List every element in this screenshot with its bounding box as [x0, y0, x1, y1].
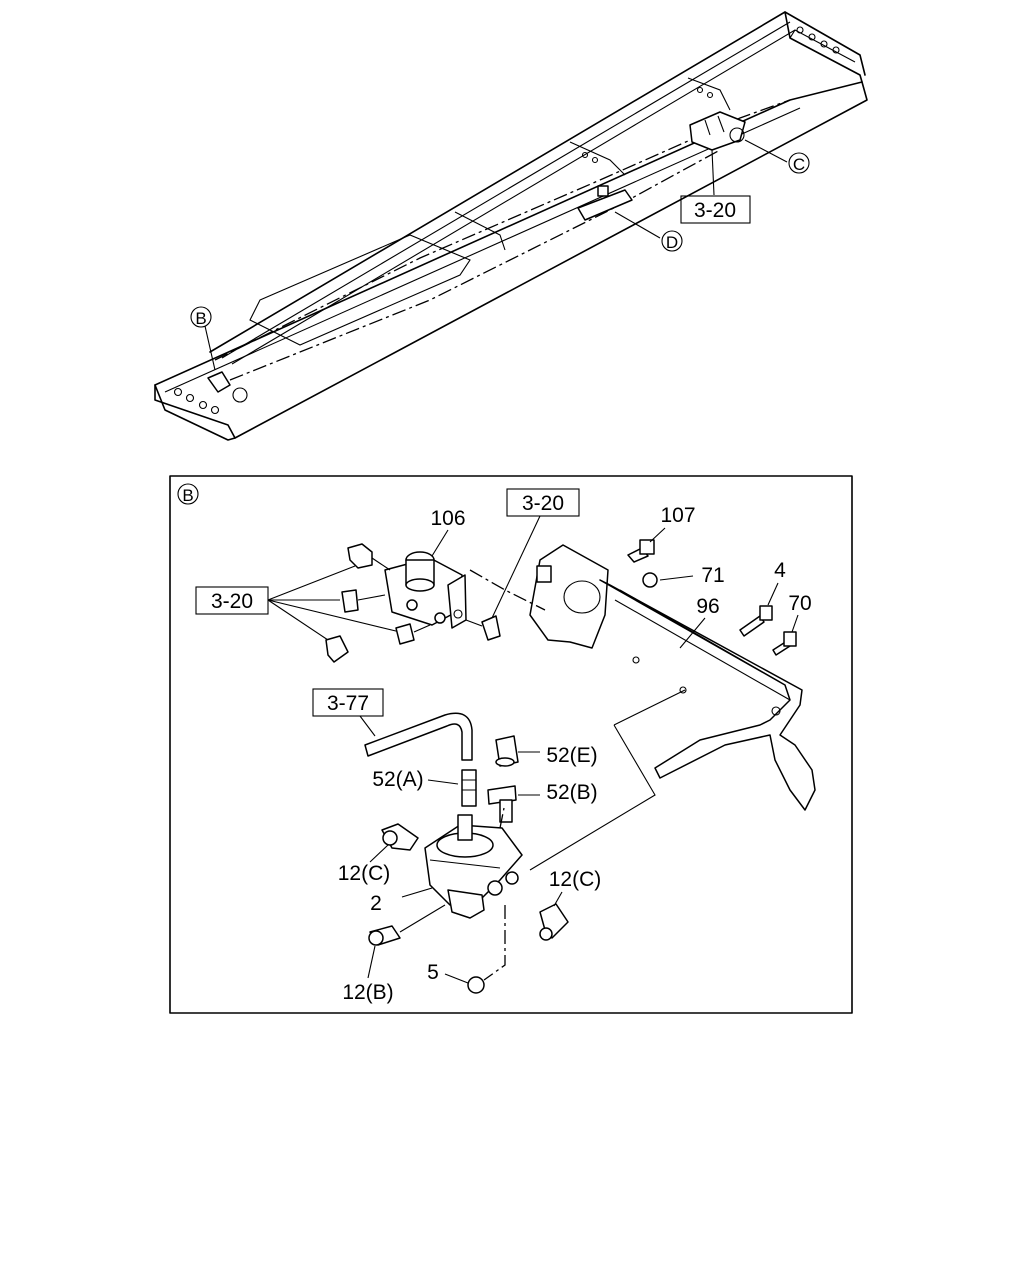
label-70: 70: [788, 592, 811, 615]
ref-box-3-20-top-label: 3-20: [522, 492, 564, 515]
bolt-70: [772, 631, 797, 656]
label-71: 71: [701, 564, 724, 587]
label-12b: 12(B): [342, 981, 393, 1004]
fitting-12c-left: [381, 823, 419, 851]
ref-box-overview: 3-20: [680, 195, 751, 224]
detail-frame: [169, 475, 853, 1014]
air-hose: [364, 712, 473, 761]
ref-box-3-20-left: 3-20: [195, 565, 401, 641]
bolt-4: [739, 605, 773, 637]
bolt-107: [627, 539, 655, 563]
load-sensing-valve-2: [424, 814, 523, 919]
label-2: 2: [370, 892, 382, 915]
callout-b-label: B: [195, 309, 206, 328]
label-52a: 52(A): [372, 768, 423, 791]
label-12c-left: 12(C): [338, 862, 391, 885]
label-52e: 52(E): [546, 744, 597, 767]
ref-box-3-77: 3-77: [312, 688, 384, 737]
callout-d-overview: D: [661, 230, 683, 252]
ref-box-3-20-top: 3-20: [491, 488, 580, 619]
fitting-52e: [495, 735, 519, 767]
fitting-52b: [487, 785, 517, 823]
nut-71: [642, 572, 658, 588]
callout-d-label: D: [666, 233, 678, 252]
elbow-fittings-group: [325, 543, 501, 663]
relay-valve-106: [384, 551, 467, 629]
ref-box-3-77-label: 3-77: [327, 692, 369, 715]
callout-c-overview: C: [788, 152, 810, 174]
label-4: 4: [774, 559, 786, 582]
label-106: 106: [430, 507, 465, 530]
nut-5: [467, 976, 485, 994]
detail-corner-label: B: [182, 486, 193, 505]
label-96: 96: [696, 595, 719, 618]
fitting-12c-right: [539, 903, 569, 941]
ref-box-3-20-left-label: 3-20: [211, 590, 253, 613]
callout-c-label: C: [793, 155, 805, 174]
fitting-12b: [368, 925, 401, 946]
callout-b-overview: B: [190, 306, 212, 328]
mounting-bracket-96: [529, 544, 816, 811]
ref-box-overview-label: 3-20: [694, 199, 736, 222]
chassis-frame: [154, 11, 868, 441]
label-5: 5: [427, 961, 439, 984]
label-12c-right: 12(C): [549, 868, 602, 891]
label-52b: 52(B): [546, 781, 597, 804]
fitting-52a: [461, 769, 477, 807]
detail-corner-callout: B: [177, 483, 199, 505]
label-107: 107: [660, 504, 695, 527]
